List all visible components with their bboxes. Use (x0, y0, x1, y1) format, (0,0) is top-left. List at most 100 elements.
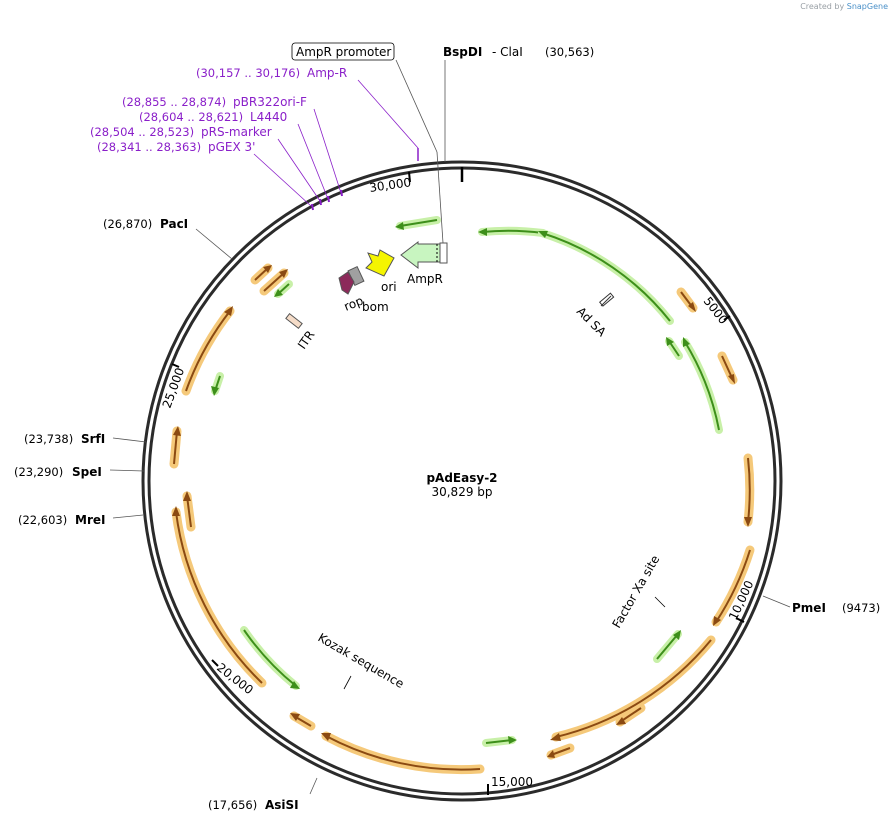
orf-arrow (715, 549, 751, 623)
primer-ampr-leader (357, 79, 419, 149)
gene-arrowhead (666, 337, 674, 346)
orf-arrow (186, 495, 192, 528)
site-spei-name: SpeI (72, 465, 102, 479)
orf-arrowhead (547, 750, 555, 758)
gene-arrowhead (683, 337, 690, 347)
gene-arrowhead (508, 736, 517, 744)
orf-arrowhead (321, 733, 331, 741)
gene-features (211, 216, 723, 747)
tick-label-30000: 30,000 (368, 175, 412, 195)
bom-label: bom (362, 300, 389, 314)
mrei-leader (112, 514, 144, 519)
orf-arrow (325, 735, 481, 771)
site-bspdi-pos: (30,563) (545, 45, 594, 59)
orf-arrowhead (550, 733, 561, 741)
gene-arrow (399, 219, 438, 227)
primer-prs-leader (277, 138, 321, 202)
backbone-outer (141, 160, 783, 802)
backbone-features (285, 240, 615, 329)
site-pmei-pos: (9473) (842, 601, 880, 615)
orf-arrowhead (173, 426, 181, 436)
orf-arrowhead (172, 506, 180, 516)
primer-annotations: (30,157 .. 30,176) Amp-R (28,855 .. 28,8… (90, 66, 419, 211)
primer-pgex-name: pGEX 3' (208, 140, 255, 154)
gene-arrowhead (673, 630, 681, 640)
pmei-leader (762, 595, 791, 608)
ampr-promoter-box (291, 42, 395, 61)
primer-pbr322-name: pBR322ori-F (233, 95, 307, 109)
primer-pgex-leader (253, 153, 312, 207)
tick-30000 (408, 171, 411, 183)
site-asisi-pos: (17,656) (208, 798, 257, 812)
orf-arrow (555, 639, 712, 738)
factor-xa-leader (654, 596, 666, 608)
ad-sa-label: Ad SA (574, 304, 610, 340)
orf-arrowhead (290, 713, 300, 721)
primer-prs-range: (28,504 .. 28,523) (90, 125, 194, 139)
paci-leader (195, 228, 233, 260)
gene-arrowhead (290, 681, 300, 689)
ampr-promoter-leader-inner (436, 151, 444, 244)
site-pmei-name: PmeI (792, 601, 826, 615)
orf-arrowhead (713, 616, 721, 626)
plasmid-length: 30,829 bp (431, 485, 492, 499)
orf-features (169, 263, 755, 775)
gene-arrow (243, 629, 297, 687)
gene-glow (681, 338, 723, 434)
orf-glow (551, 635, 716, 742)
ampr-promoter-feature (439, 242, 448, 264)
ori-feature (365, 249, 395, 277)
orf-arrow (185, 310, 231, 392)
orf-arrow (173, 430, 178, 465)
orf-arrowhead (744, 517, 752, 527)
orf-arrowhead (688, 302, 696, 312)
restriction-sites: BspDI - ClaI (30,563) PmeI (9473) (17,65… (14, 45, 880, 812)
orf-arrowhead (279, 269, 288, 278)
asisi-leader (309, 777, 318, 795)
spei-leader (109, 469, 145, 472)
tick-5000 (723, 315, 731, 321)
srfi-leader (112, 437, 147, 443)
primer-pgex-range: (28,341 .. 28,363) (97, 140, 201, 154)
gene-arrow (541, 232, 671, 322)
gene-arrowhead (274, 289, 283, 297)
itr-label: ITR (295, 328, 317, 352)
ori-label: ori (381, 280, 397, 294)
primer-mark (319, 198, 322, 206)
plasmid-name: pAdEasy-2 (426, 471, 497, 485)
itr-feature (285, 313, 303, 329)
site-paci-name: PacI (160, 217, 188, 231)
orf-glow (171, 507, 267, 688)
tick-20000 (211, 659, 219, 667)
kozak-label: Kozak sequence (316, 630, 407, 691)
orf-arrowhead (616, 717, 626, 725)
orf-arrow (263, 272, 285, 292)
primer-pbr322-leader (313, 108, 342, 194)
orf-arrow (175, 511, 263, 684)
gene-arrow (656, 633, 679, 660)
factor-xa-label: Factor Xa site (609, 553, 662, 631)
orf-arrowhead (728, 374, 735, 384)
site-asisi-name: AsiSI (265, 798, 299, 812)
rop-label: rop (342, 293, 365, 313)
primer-ampr-range: (30,157 .. 30,176) (196, 66, 300, 80)
site-mrei-pos: (22,603) (18, 513, 67, 527)
rop-feature (338, 271, 355, 295)
primer-l4440-range: (28,604 .. 28,621) (139, 110, 243, 124)
orf-arrow (550, 747, 571, 756)
ampr-promoter-leader (395, 59, 438, 153)
site-srfi-name: SrfI (81, 432, 105, 446)
gene-arrowhead (538, 231, 548, 238)
tick-marks (171, 167, 745, 795)
primer-ampr-name: Amp-R (307, 66, 347, 80)
primer-prs-name: pRS-marker (201, 125, 272, 139)
gene-arrowhead (478, 228, 487, 236)
site-paci-pos: (26,870) (103, 217, 152, 231)
tick-25000 (171, 363, 180, 368)
gene-arrowhead (211, 386, 219, 396)
orf-arrowhead (183, 491, 191, 501)
primer-l4440-name: L4440 (250, 110, 287, 124)
primer-mark (311, 203, 314, 211)
orf-arrowhead (224, 306, 233, 316)
